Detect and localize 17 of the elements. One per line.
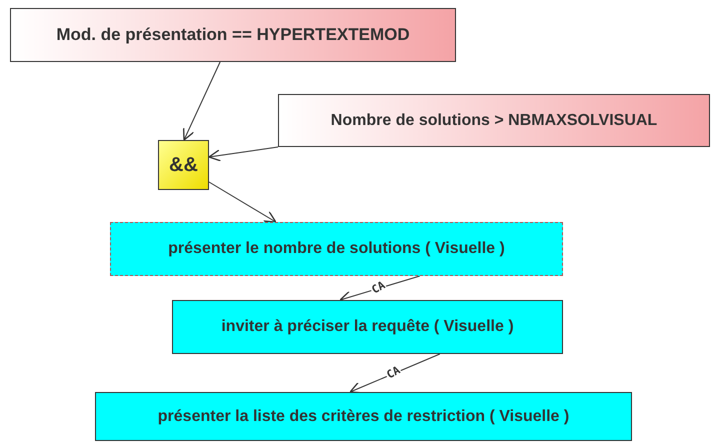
operator-box — [158, 140, 209, 190]
arrow — [339, 276, 420, 303]
task-box — [110, 222, 563, 276]
node-label: Nombre de solutions > NBMAXSOLVISUAL — [330, 112, 658, 130]
arrow — [349, 354, 440, 394]
node-label: && — [169, 154, 198, 176]
node-label: inviter à préciser la requête ( Visuelle ) — [221, 318, 514, 336]
node-label: présenter la liste des critères de restriction ( Visuelle ) — [158, 408, 570, 426]
arrow — [208, 182, 276, 223]
node-label: présenter le nombre de solutions ( Visuelle ) — [168, 240, 505, 258]
arrow — [208, 146, 278, 162]
task-box — [95, 392, 632, 441]
node-label: Mod. de présentation == HYPERTEXTEMOD — [56, 25, 410, 45]
task-box — [172, 300, 563, 354]
condition-box — [10, 8, 456, 62]
arrow — [182, 62, 221, 141]
condition-box — [278, 94, 710, 147]
